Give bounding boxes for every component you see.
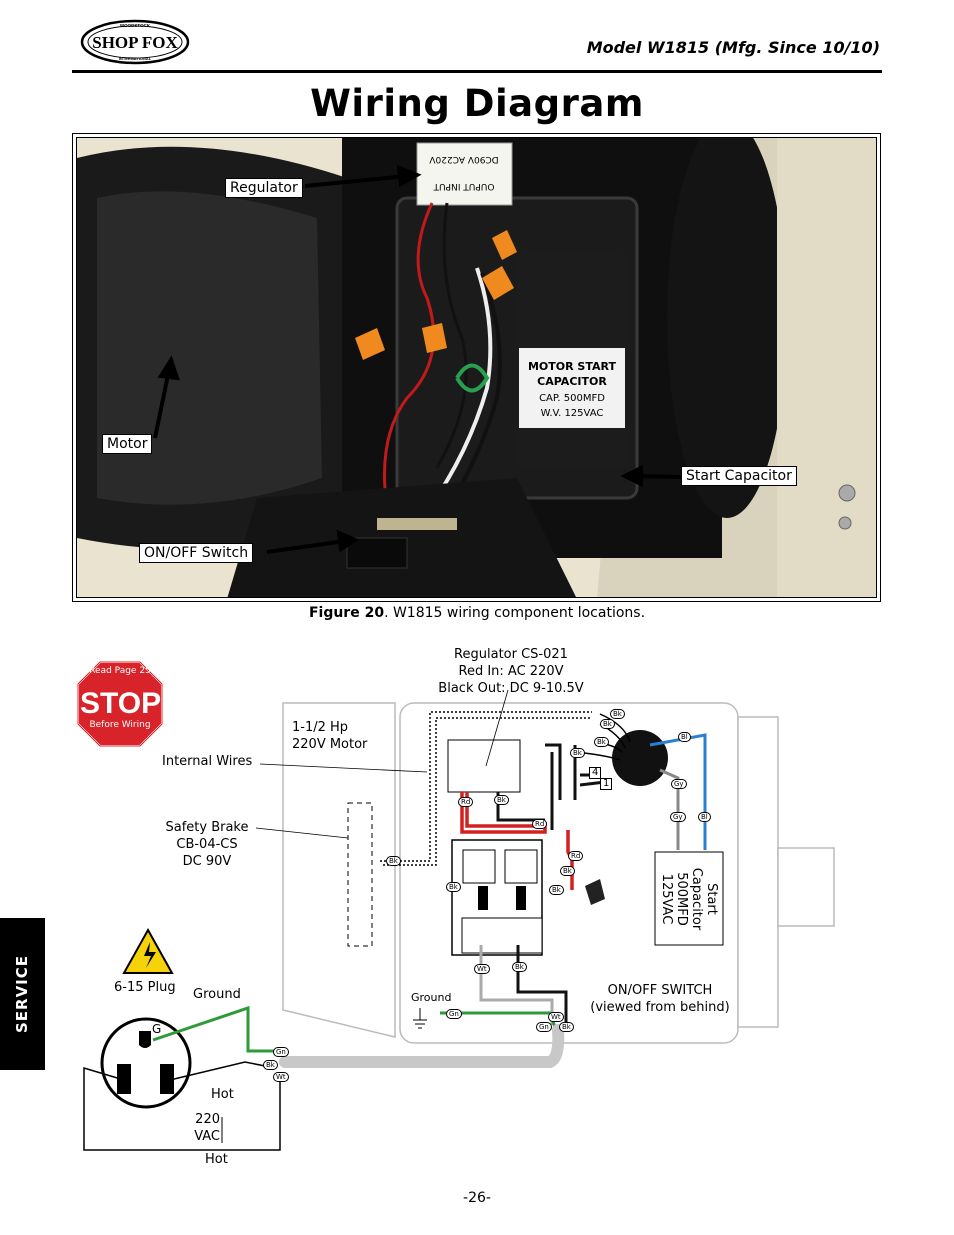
wire-tag-bk: Bk xyxy=(494,795,509,805)
stop-word: STOP xyxy=(80,687,162,720)
ground-label: Ground xyxy=(193,987,241,1002)
page-title: Wiring Diagram xyxy=(310,82,644,125)
capacitor-line-3: 500MFD xyxy=(674,872,689,926)
regulator-output: Black Out: DC 9-10.5V xyxy=(438,681,584,696)
svg-text:CAPACITOR: CAPACITOR xyxy=(537,375,607,388)
section-tab-label: SERVICE xyxy=(13,954,31,1034)
regulator-model: Regulator CS-021 xyxy=(454,647,568,662)
wire-tag-bk: Bk xyxy=(549,885,564,895)
figure-caption: Figure 20. W1815 wiring component locati… xyxy=(0,605,954,621)
terminal-4: 4 xyxy=(589,767,602,779)
safety-brake-model: CB-04-CS xyxy=(176,837,238,852)
figure-label: Figure 20 xyxy=(308,605,385,621)
plug-label: 6-15 Plug xyxy=(114,980,176,995)
capacitor-label: Start Capacitor 500MFD 125VAC xyxy=(659,854,719,944)
svg-text:OUPUT INPUT: OUPUT INPUT xyxy=(433,181,494,191)
ground-inner-label: Ground xyxy=(411,991,452,1004)
motor-end-outline xyxy=(282,702,396,1038)
regulator-input: Red In: AC 220V xyxy=(458,664,564,679)
wire-tag-bk: Bk xyxy=(560,866,575,876)
wire-tag-wt: Wt xyxy=(548,1012,564,1022)
capacitor-line-4: 125VAC xyxy=(659,873,674,925)
capacitor-line-2: Capacitor xyxy=(689,867,704,931)
callout-start-capacitor: Start Capacitor xyxy=(681,466,797,486)
shop-fox-logo: WOODSTOCK SHOP FOX INTERNATIONAL xyxy=(80,19,190,65)
voltage-unit: VAC xyxy=(194,1129,220,1144)
hot-top-label: Hot xyxy=(211,1087,234,1102)
regulator-info: Regulator CS-021 Red In: AC 220V Black O… xyxy=(426,646,596,697)
wire-tag-gy: Gy xyxy=(670,812,686,822)
wire-tag-bk: Bk xyxy=(600,719,615,729)
wire-tag-gn: Gn xyxy=(446,1009,462,1019)
stop-sign xyxy=(77,661,163,747)
capacitor-box xyxy=(654,851,724,946)
switch-note: (viewed from behind) xyxy=(590,1000,730,1015)
wire-tag-bk: Bk xyxy=(446,882,461,892)
wire-tag-rd: Rd xyxy=(532,819,548,829)
photo-area: DC90V AC220V OUPUT INPUT MOTOR START CAP… xyxy=(76,137,877,598)
svg-text:SHOP FOX: SHOP FOX xyxy=(92,33,178,52)
model-header: Model W1815 (Mfg. Since 10/10) xyxy=(586,38,880,57)
svg-text:MOTOR START: MOTOR START xyxy=(528,360,617,373)
motor-label: 1-1/2 Hp 220V Motor xyxy=(292,719,367,753)
voltage-label: 220 VAC xyxy=(184,1111,220,1145)
callout-regulator: Regulator xyxy=(225,178,303,198)
hot-bottom-label: Hot xyxy=(205,1152,228,1167)
safety-brake-voltage: DC 90V xyxy=(182,854,232,869)
wire-tag-wt: Wt xyxy=(273,1072,289,1082)
regulator-box xyxy=(447,739,521,793)
motor-terminal xyxy=(612,730,668,786)
capacitor-line-1: Start xyxy=(704,883,719,915)
internal-wires-label: Internal Wires xyxy=(162,754,253,769)
svg-text:INTERNATIONAL: INTERNATIONAL xyxy=(119,56,152,61)
svg-text:W.V. 125VAC: W.V. 125VAC xyxy=(541,408,604,419)
wire-tag-bk: Bk xyxy=(610,709,625,719)
plug-ground-letter: G xyxy=(152,1022,162,1036)
terminal-1: 1 xyxy=(600,778,613,790)
figure-text: . W1815 wiring component locations. xyxy=(384,605,646,621)
motor-hp: 1-1/2 Hp xyxy=(292,720,349,735)
motor-voltage: 220V Motor xyxy=(292,737,368,752)
callout-motor: Motor xyxy=(102,434,153,454)
wire-tag-bk: Bk xyxy=(594,737,609,747)
safety-brake xyxy=(347,802,373,947)
header-rule xyxy=(72,70,882,73)
photo-illustration: DC90V AC220V OUPUT INPUT MOTOR START CAP… xyxy=(77,138,876,597)
wire-tag-bk: Bk xyxy=(559,1022,574,1032)
page-number: -26- xyxy=(463,1190,491,1206)
svg-text:CAP. 500MFD: CAP. 500MFD xyxy=(539,393,605,404)
svg-text:DC90V AC220V: DC90V AC220V xyxy=(429,154,499,164)
voltage-number: 220 xyxy=(195,1112,220,1127)
wire-tag-gn: Gn xyxy=(536,1022,552,1032)
wire-tag-bl: Bl xyxy=(698,812,711,822)
callout-on-off-switch: ON/OFF Switch xyxy=(139,543,254,563)
safety-brake-label: Safety Brake CB-04-CS DC 90V xyxy=(160,819,254,870)
wire-tag-gy: Gy xyxy=(671,779,687,789)
svg-text:WOODSTOCK: WOODSTOCK xyxy=(120,23,151,28)
figure-20-photo: DC90V AC220V OUPUT INPUT MOTOR START CAP… xyxy=(72,133,881,602)
wire-tag-bk: Bk xyxy=(570,748,585,758)
safety-brake-title: Safety Brake xyxy=(165,820,249,835)
section-tab: SERVICE xyxy=(0,918,45,1070)
wire-tag-bl: Bl xyxy=(678,732,691,742)
wire-tag-bk: Bk xyxy=(263,1060,278,1070)
stop-before-wiring: Before Wiring xyxy=(89,720,151,730)
wire-tag-bk: Bk xyxy=(386,856,401,866)
wire-tag-bk: Bk xyxy=(512,962,527,972)
switch-label: ON/OFF SWITCH (viewed from behind) xyxy=(585,982,735,1016)
wire-tag-rd: Rd xyxy=(458,797,474,807)
wire-tag-wt: Wt xyxy=(474,964,490,974)
wire-tag-gn: Gn xyxy=(273,1047,289,1057)
stop-read-page: Read Page 25 xyxy=(89,666,151,676)
wire-tag-rd: Rd xyxy=(568,851,584,861)
wiring-diagram xyxy=(77,661,835,1151)
switch-title: ON/OFF SWITCH xyxy=(607,983,713,998)
